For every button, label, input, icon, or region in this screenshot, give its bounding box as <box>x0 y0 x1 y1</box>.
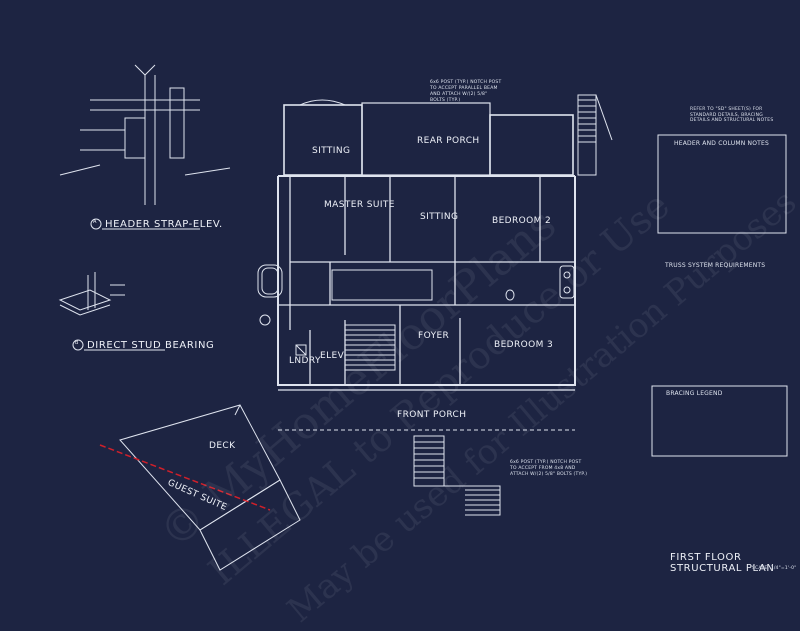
center-stair <box>295 324 396 371</box>
room-sitting-mid: SITTING <box>420 212 459 222</box>
refer-to-note: REFER TO "SD" SHEET(S) FOR STANDARD DETA… <box>690 107 774 123</box>
deck-outline <box>119 404 301 571</box>
room-laundry: LNDRY <box>289 356 321 366</box>
room-rear-porch: REAR PORCH <box>417 136 480 146</box>
detail-a-number: A <box>93 219 98 225</box>
floor-plan-drawing <box>58 64 788 571</box>
right-stair <box>577 94 613 176</box>
header-strap-detail <box>59 64 231 230</box>
room-bedroom-2: BEDROOM 2 <box>492 216 552 226</box>
room-master-suite: MASTER SUITE <box>324 200 395 210</box>
sheet-title: FIRST FLOOR STRUCTURAL PLAN <box>670 552 775 574</box>
room-elevator: ELEV <box>320 351 345 361</box>
bath-fixtures <box>257 264 575 326</box>
front-stairs <box>278 429 575 516</box>
interior-walls <box>278 176 575 391</box>
bracing-legend-title: BRACING LEGEND <box>666 390 723 397</box>
guest-suite-cut-line <box>99 444 271 511</box>
front-post-note: 6x6 POST (TYP.) NOTCH POST TO ACCEPT FRO… <box>510 460 588 477</box>
room-front-porch: FRONT PORCH <box>397 410 467 420</box>
note-boxes <box>651 134 788 457</box>
header-column-notes-title: HEADER AND COLUMN NOTES <box>674 140 770 147</box>
rear-post-note: 6x6 POST (TYP.) NOTCH POST TO ACCEPT PAR… <box>430 80 502 103</box>
sheet-scale: SCALE: 1/4"=1'-0" <box>752 566 797 571</box>
truss-requirements-title: TRUSS SYSTEM REQUIREMENTS <box>665 262 766 269</box>
room-foyer: FOYER <box>418 331 450 341</box>
detail-b-number: B <box>75 340 80 346</box>
room-bedroom-3: BEDROOM 3 <box>494 340 554 350</box>
detail-a-title: HEADER STRAP-ELEV. <box>105 219 223 230</box>
direct-stud-detail <box>58 272 165 351</box>
sitting-top-walls <box>283 99 574 176</box>
room-deck: DECK <box>209 441 236 451</box>
detail-b-title: DIRECT STUD BEARING <box>87 340 215 351</box>
room-sitting-top: SITTING <box>312 146 351 156</box>
